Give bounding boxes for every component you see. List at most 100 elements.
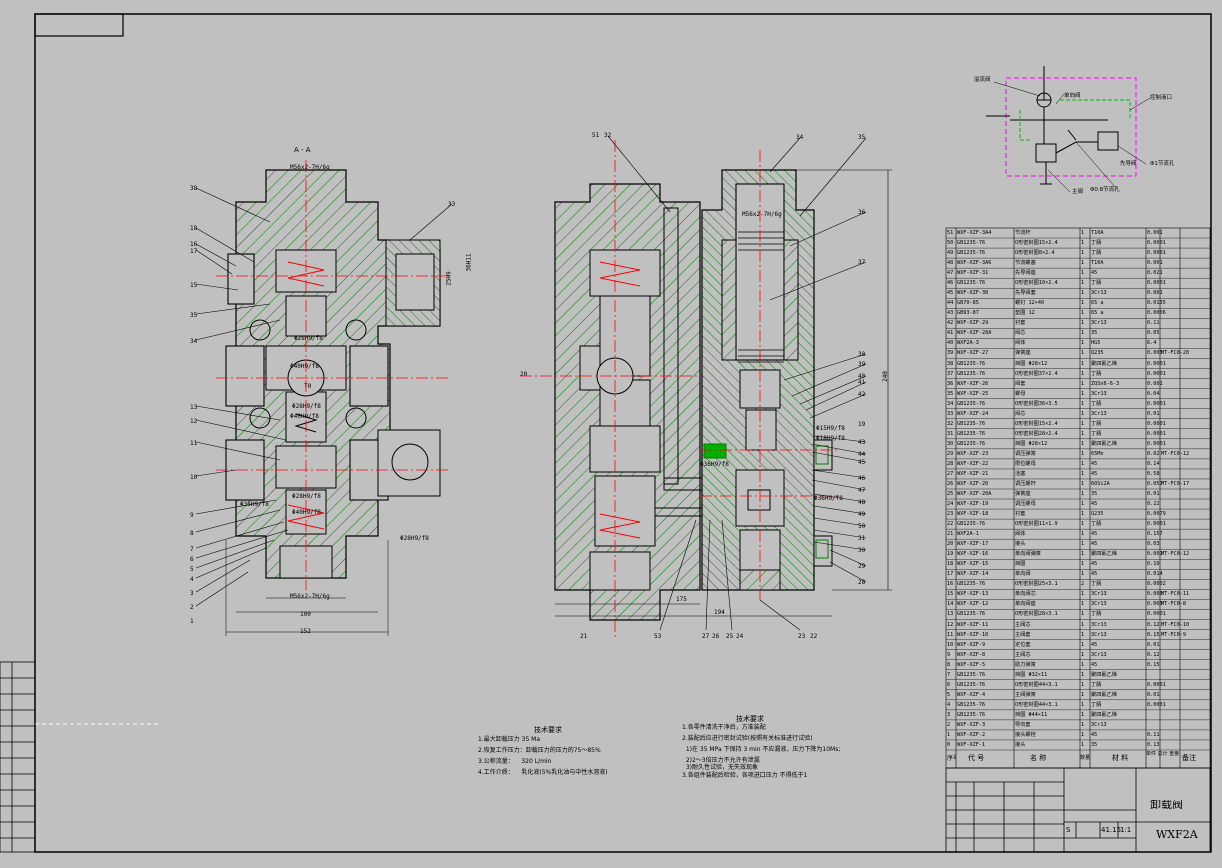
callout-number: 24 xyxy=(736,633,744,640)
main-section-view xyxy=(520,140,892,640)
callout-number: 38 xyxy=(858,351,866,358)
bom-name: 接头 xyxy=(1015,541,1026,548)
bom-code: WXF-XZF-21 xyxy=(957,470,989,477)
title-block-grid xyxy=(945,767,1211,853)
bom-weight: 0.15 xyxy=(1147,631,1160,638)
diameter-label: Φ15H9/f8 xyxy=(816,425,845,432)
bom-name: 限位螺母 xyxy=(1015,460,1036,467)
bom-index: 33 xyxy=(947,410,954,417)
bom-code: WXF-XZF-16 xyxy=(957,551,989,558)
bom-weight: 0.0001 xyxy=(1147,360,1166,367)
bom-code: WXF-XZF-9 xyxy=(957,641,986,648)
drawing-name: 卸载阀 xyxy=(1150,800,1183,809)
bom-material: T10A xyxy=(1091,260,1104,267)
bom-name: 螺母 xyxy=(1015,390,1026,397)
bom-code: WXF-XZF-15 xyxy=(957,561,989,568)
bom-qty: 1 xyxy=(1081,551,1085,558)
diameter-label: Φ28H9/f8 xyxy=(292,403,321,410)
bom-material: 45 xyxy=(1091,541,1098,548)
bom-weight: 0.0001 xyxy=(1147,400,1166,407)
diameter-label: Φ36H9/f8 xyxy=(814,495,843,502)
bom-code: WXF-XZF-20 xyxy=(957,480,989,487)
bom-name: 阀芯 xyxy=(1015,330,1026,337)
bom-index: 50 xyxy=(947,240,954,247)
diameter-label: Φ40H9/f8 xyxy=(290,363,319,370)
bom-material: 3Cr13 xyxy=(1091,631,1107,638)
bom-material: 聚四氟乙烯 xyxy=(1091,551,1117,558)
bom-index: 2 xyxy=(947,721,951,728)
bom-material: HG5 xyxy=(1091,340,1101,347)
bom-index: 41 xyxy=(947,330,954,337)
bom-qty: 1 xyxy=(1081,350,1085,357)
bom-qty: 1 xyxy=(1081,320,1085,327)
bom-material: 聚四氟乙烯 xyxy=(1091,440,1117,447)
schematic-label: 主阀 xyxy=(1072,189,1084,195)
bom-qty: 1 xyxy=(1081,420,1085,427)
header-index: 序号 xyxy=(947,755,956,762)
bom-code: WXF-XZF-8 xyxy=(957,651,986,658)
bom-index: 34 xyxy=(947,400,954,407)
bom-qty: 1 xyxy=(1081,541,1085,548)
bom-name: 阀体 xyxy=(1015,340,1026,347)
bom-name: O形密封圈44×3.1 xyxy=(1015,681,1058,688)
bom-name: O形密封圈28×3.1 xyxy=(1015,611,1058,618)
drawing-code: WXF2A xyxy=(1156,830,1198,839)
notes-right-5: 3)耐久性试验，无失效现象 xyxy=(682,764,758,771)
bom-qty: 1 xyxy=(1081,440,1085,447)
callout-number: 10 xyxy=(190,474,198,481)
bom-weight: 0.0001 xyxy=(1147,440,1166,447)
callout-number: 21 xyxy=(580,633,588,640)
bom-qty: 1 xyxy=(1081,731,1085,738)
bom-weight: 0.001 xyxy=(1147,260,1163,267)
bom-weight: 0.0001 xyxy=(1147,430,1166,437)
bom-index: 30 xyxy=(947,440,954,447)
dim-left-bottom-thread: M56x2-7H/6g xyxy=(290,593,330,600)
bom-qty: 1 xyxy=(1081,280,1085,287)
bom-code: GB1235-76 xyxy=(957,521,986,528)
bom-qty: 1 xyxy=(1081,390,1085,397)
callout-number: 7 xyxy=(190,546,194,553)
bom-code: WXF-XZF-3A6 xyxy=(957,260,992,267)
bom-weight: 0.157 xyxy=(1147,531,1163,538)
bom-index: 4 xyxy=(947,701,951,708)
bom-name: 接头 xyxy=(1015,741,1026,748)
callout-number: 15 xyxy=(190,282,198,289)
bom-qty: 1 xyxy=(1081,531,1085,538)
header-weight: 单件 总计 重量 xyxy=(1146,751,1180,757)
notes-right-3: 1)在 35 MPa 下保持 3 min 不应漏液，压力下降为10Ms; xyxy=(682,746,841,753)
bom-name: 主阀芯 xyxy=(1015,621,1031,628)
bom-weight: 0.001 xyxy=(1147,230,1163,236)
bom-material: 丁腈 xyxy=(1091,611,1102,618)
revision-block xyxy=(0,661,36,853)
bom-qty: 1 xyxy=(1081,521,1085,528)
bom-index: 31 xyxy=(947,430,954,437)
bom-material: 丁腈 xyxy=(1091,521,1102,528)
bom-qty: 1 xyxy=(1081,370,1085,377)
callout-number: 30 xyxy=(858,547,866,554)
bom-code: GB1235-76 xyxy=(957,701,986,708)
bom-qty: 1 xyxy=(1081,380,1085,387)
bom-weight: 0.11 xyxy=(1147,731,1160,738)
callout-number: 35 xyxy=(190,312,198,319)
diameter-label: Φ18H9/f8 xyxy=(816,435,845,442)
bom-code: GB70-85 xyxy=(957,300,979,307)
diameter-label: Φ28H9/f8 xyxy=(400,535,429,542)
bom-code: WXF-XZF-28A xyxy=(957,330,992,337)
callout-number: 42 xyxy=(858,391,866,398)
bom-qty: 1 xyxy=(1081,741,1085,748)
callout-number: 13 xyxy=(190,404,198,411)
callout-number: 50 xyxy=(858,523,866,530)
bom-weight: 0.0135 xyxy=(1147,300,1166,307)
bom-weight: 0.014 xyxy=(1147,571,1163,578)
bom-material: 丁腈 xyxy=(1091,430,1102,437)
diameter-label: Φ36H9/f8 xyxy=(700,461,729,468)
